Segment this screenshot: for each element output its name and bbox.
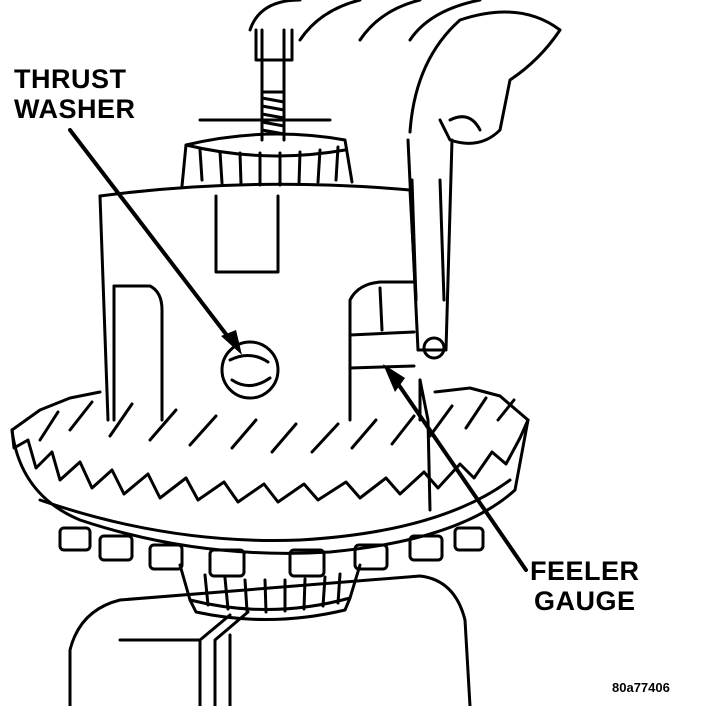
feeler-gauge-tool — [406, 138, 454, 512]
feeler-gauge-leader — [392, 376, 528, 572]
thrust-washer-arrowhead — [221, 330, 242, 355]
leader-arrows — [68, 128, 528, 572]
differential-case — [98, 182, 422, 422]
feeler-gauge-label-line-2: GAUGE — [534, 586, 636, 616]
vise-base — [68, 574, 472, 706]
thrust-washer-leader — [68, 128, 234, 344]
feeler-gauge-label-line-1: FEELER — [530, 556, 640, 586]
hand — [248, 0, 562, 145]
thrust-washer-label-line-2: WASHER — [14, 94, 136, 124]
ring-gear-bolts — [58, 526, 485, 578]
feeler-gauge-arrowhead — [383, 364, 405, 392]
thrust-washer-label: THRUST WASHER — [14, 64, 136, 124]
lower-bearing — [178, 563, 362, 622]
figure-code: 80a77406 — [612, 680, 670, 695]
puller-rod — [254, 28, 294, 142]
upper-bearing — [180, 118, 354, 188]
thrust-washer-label-line-1: THRUST — [14, 64, 127, 94]
feeler-gauge-label: FEELER GAUGE — [530, 556, 640, 616]
